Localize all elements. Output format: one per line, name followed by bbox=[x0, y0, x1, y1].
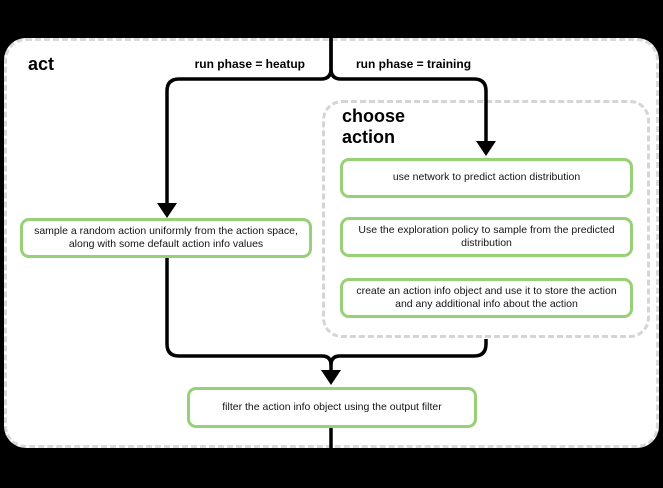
node-filter-action-info: filter the action info object using the … bbox=[187, 387, 477, 428]
choose-action-group-title: choose action bbox=[342, 106, 406, 147]
node-exploration-policy-sample: Use the exploration policy to sample fro… bbox=[340, 217, 633, 257]
node-predict-action-distribution: use network to predict action distributi… bbox=[340, 158, 633, 198]
node-sample-random-action: sample a random action uniformly from th… bbox=[20, 218, 312, 258]
branch-label-heatup: run phase = heatup bbox=[194, 57, 305, 71]
branch-label-training: run phase = training bbox=[356, 57, 472, 71]
node-create-action-info: create an action info object and use it … bbox=[340, 278, 633, 318]
diagram-title: act bbox=[28, 54, 55, 74]
